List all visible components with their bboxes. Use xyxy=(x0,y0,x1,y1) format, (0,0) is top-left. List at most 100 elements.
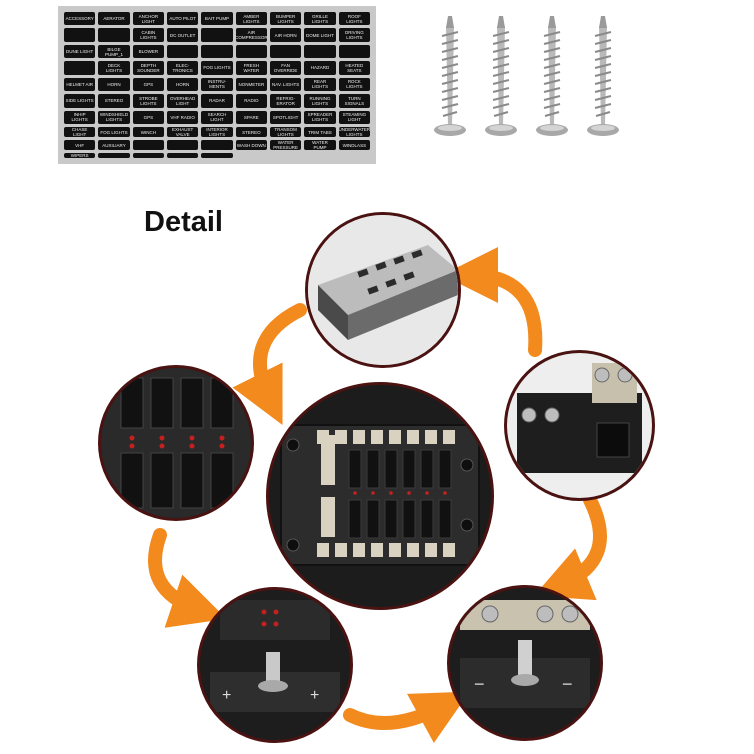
sticker-label: GPS xyxy=(132,110,164,124)
detail-positive-stud-image: + + xyxy=(197,587,353,743)
sticker-label: VHF xyxy=(64,140,96,150)
sticker-label: GRILLE LIGHTS xyxy=(304,12,336,26)
sticker-label: DECK LIGHTS xyxy=(98,61,130,75)
sticker-label: REAR LIGHTS xyxy=(304,77,336,92)
sticker-label xyxy=(132,153,164,158)
sticker-label: SPREADER LIGHTS xyxy=(304,110,336,124)
sticker-label: STEREO xyxy=(235,127,267,137)
sticker-label: AIR HORN xyxy=(270,28,302,42)
sticker-label: RADIO xyxy=(235,94,267,108)
sticker-label: WIPERS xyxy=(64,153,96,158)
sticker-label xyxy=(235,44,267,59)
sticker-label: NONMETER xyxy=(235,77,267,92)
screw-image xyxy=(587,16,619,136)
sticker-label: CHASE LIGHT xyxy=(64,127,96,137)
sticker-label: ROCK LIGHTS xyxy=(338,77,370,92)
arrow-top-right xyxy=(442,247,543,357)
sticker-label: TURN SIGNALS xyxy=(338,94,370,108)
sticker-label: OVERHEAD LIGHT xyxy=(167,94,199,108)
svg-text:−: − xyxy=(562,674,573,694)
sticker-label: WASH DOWN xyxy=(235,140,267,150)
sticker-label xyxy=(167,140,199,150)
sticker-label: AERATOR xyxy=(98,12,130,26)
sticker-label xyxy=(167,153,199,158)
sticker-label: HORN xyxy=(98,77,130,92)
sticker-label: SIDE LIGHTS xyxy=(64,94,96,108)
detail-terminal-side-image xyxy=(504,350,655,501)
sticker-label: HORN xyxy=(167,77,199,92)
detail-fuse-slots-image xyxy=(98,365,254,521)
sticker-label: BILGE PUMP_1 xyxy=(98,44,130,59)
sticker-label: SEARCH LIGHT xyxy=(201,110,233,124)
svg-text:+: + xyxy=(222,687,231,704)
sticker-label: AUXILIARY xyxy=(98,140,130,150)
sticker-label xyxy=(270,44,302,59)
sticker-label xyxy=(64,28,96,42)
sticker-label xyxy=(338,44,370,59)
sticker-label: RADAR xyxy=(201,94,233,108)
detail-negative-stud-image: − − xyxy=(447,585,603,741)
sticker-label: AUTO PILOT xyxy=(167,12,199,26)
sticker-label xyxy=(167,44,199,59)
sticker-label xyxy=(98,153,130,158)
sticker-label: ACCESSORY xyxy=(64,12,96,26)
sticker-label: GPS xyxy=(132,77,164,92)
sticker-label: WINCH xyxy=(132,127,164,137)
sticker-label: DUNE LIGHT xyxy=(64,44,96,59)
sticker-label: EXHAUST VALVE xyxy=(167,127,199,137)
arrow-top-left xyxy=(232,303,307,426)
sticker-label: WINDLASS xyxy=(338,140,370,150)
sticker-label: FOG LIGHTS xyxy=(201,61,233,75)
sticker-label: DEPTH SOUNDER xyxy=(132,61,164,75)
sticker-label: FRESH WATER xyxy=(235,61,267,75)
sticker-label: INSTRU-MENTS xyxy=(201,77,233,92)
sticker-label: NAV. LIGHTS xyxy=(270,77,302,92)
sticker-label: AMBER LIGHTS xyxy=(235,12,267,26)
sticker-label: WINDSHIELD LIGHTS xyxy=(98,110,130,124)
fuse-block-image xyxy=(266,382,494,610)
sticker-label: BLOWER xyxy=(132,44,164,59)
screw-image xyxy=(485,16,517,136)
sticker-label: STEAMING LIGHT xyxy=(338,110,370,124)
sticker-label xyxy=(201,28,233,42)
sticker-label: RUNNING LIGHTS xyxy=(304,94,336,108)
sticker-label: VHF RADIO xyxy=(167,110,199,124)
sticker-label: BUMPER LIGHTS xyxy=(270,12,302,26)
sticker-label: DRIVING LIGHTS xyxy=(338,28,370,42)
sticker-label: TRANSOM LIGHTS xyxy=(270,127,302,137)
sticker-label: ELEC-TRONICS xyxy=(167,61,199,75)
detail-heading: Detail xyxy=(144,206,223,238)
svg-text:−: − xyxy=(474,674,485,694)
sticker-label: CABIN LIGHTS xyxy=(132,28,164,42)
sticker-label xyxy=(98,28,130,42)
sticker-label: HEATED SEATS xyxy=(338,61,370,75)
sticker-label: SPOTLIGHT xyxy=(270,110,302,124)
svg-text:+: + xyxy=(310,687,319,704)
sticker-label: DOME LIGHT xyxy=(304,28,336,42)
sticker-label: FOG LIGHTS xyxy=(98,127,130,137)
sticker-label: INHIP LIGHTS xyxy=(64,110,96,124)
sticker-label xyxy=(201,140,233,150)
sticker-label: WATER PRESSURE xyxy=(270,140,302,150)
screw-image xyxy=(536,16,568,136)
sticker-label: SPARE xyxy=(235,110,267,124)
sticker-label: BAIT PUMP xyxy=(201,12,233,26)
sticker-label xyxy=(64,61,96,75)
sticker-label: STROBE LIGHTS xyxy=(132,94,164,108)
sticker-label: ANCHOR LIGHT xyxy=(132,12,164,26)
sticker-label: HELMET AIR xyxy=(64,77,96,92)
screw-image xyxy=(434,16,466,136)
arrow-bottom xyxy=(343,691,470,743)
sticker-label: STEREO xyxy=(98,94,130,108)
sticker-label: FAN OVERRIDE xyxy=(270,61,302,75)
sticker-label: DC OUTLET xyxy=(167,28,199,42)
cycle-arrows xyxy=(148,247,607,743)
sticker-label: REFRIG-ERATOR xyxy=(270,94,302,108)
sticker-label xyxy=(304,44,336,59)
sticker-label: ROOF LIGHTS xyxy=(338,12,370,26)
sticker-label xyxy=(201,44,233,59)
sticker-label: WATER PUMP xyxy=(304,140,336,150)
arrow-left xyxy=(148,528,227,628)
